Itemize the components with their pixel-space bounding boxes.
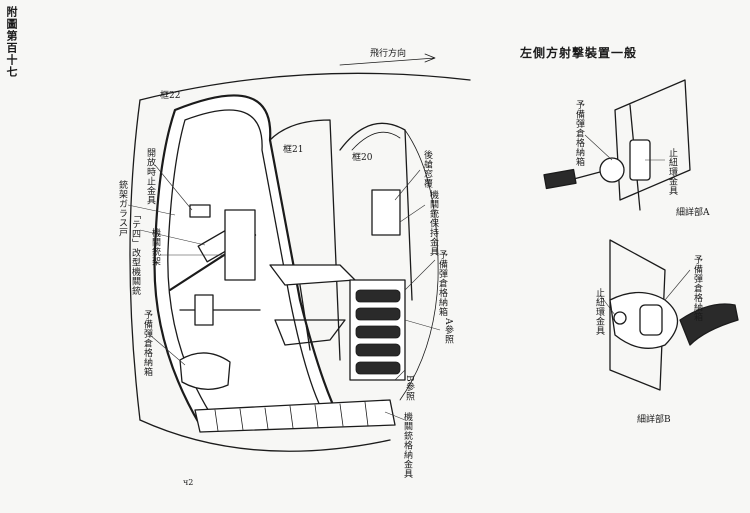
- flight-direction-label: 飛行方向: [370, 49, 407, 59]
- label-detail-a-box: 予備彈倉格納箱: [574, 100, 584, 167]
- cabin-rear-wall: [399, 129, 439, 401]
- mount-strut: [299, 284, 311, 351]
- floor-grating: [194, 399, 396, 433]
- fuselage-outline-bottom: [139, 419, 391, 452]
- label-gun-type: 「テ四」改型機關銃: [130, 210, 140, 296]
- frame-20-inner: [351, 131, 401, 151]
- leader-detail-a-box: [584, 134, 613, 161]
- frame-label-20: 框20: [352, 153, 373, 163]
- frame-label-22: 框22: [160, 91, 181, 101]
- label-detail-b-box: 予備彈倉格納箱: [692, 255, 702, 322]
- frame-label-21: 框21: [283, 145, 304, 155]
- label-ref-a: A參照: [443, 318, 453, 344]
- spare-magazine-holder-left: [179, 352, 231, 390]
- flight-direction-arrow: [339, 53, 436, 66]
- leader-detail-b-box: [664, 269, 691, 301]
- ammo-drum: [194, 294, 214, 326]
- grating-lines: [214, 401, 369, 432]
- detail-b-caption: 細詳部B: [637, 415, 671, 425]
- frame-21: [269, 119, 341, 361]
- detail-a-caption: 細詳部A: [676, 208, 710, 218]
- leader-slide-lock: [154, 164, 193, 211]
- label-ref-b: B參照: [404, 375, 414, 402]
- leader-rack: [404, 259, 436, 291]
- leader-ref-a: [404, 319, 441, 331]
- leader-hatch: [394, 169, 421, 201]
- leader-detail-b-fitting: [599, 294, 616, 316]
- label-spare-mag-rack: 予備彈倉格納箱: [437, 250, 447, 317]
- mount-bracket: [274, 319, 346, 346]
- fuselage-outline-top: [139, 72, 471, 101]
- main-title: 左側方射撃裝置一般: [520, 46, 638, 60]
- detail-a-ring: [599, 157, 625, 183]
- hatch-cover-box: [371, 189, 401, 236]
- label-glass-door: 銃架ガラス戸: [117, 180, 127, 237]
- leader-gun-type: [139, 229, 206, 246]
- detail-b-bolt: [613, 311, 627, 325]
- label-mount-fitting: 機關銃保持金具: [428, 190, 438, 257]
- detail-b-panel: [609, 239, 666, 391]
- slide-lock: [189, 204, 211, 218]
- label-gun-stowage: 機關銃格納金具: [402, 412, 412, 479]
- label-spare-mag-left: 予備彈倉格納箱: [142, 310, 152, 377]
- page-mark: ч2: [183, 478, 194, 487]
- detail-a-clip: [543, 168, 577, 190]
- gun-mount-post: [224, 209, 256, 281]
- detail-a: [543, 79, 691, 211]
- leader-stowage: [384, 411, 406, 421]
- detail-a-panel: [614, 79, 691, 201]
- plate-title: 附圖第百十七: [5, 6, 18, 78]
- mount-platform: [269, 264, 356, 286]
- label-detail-a-fitting: 止紐環金具: [667, 148, 677, 196]
- leader-ref-b: [394, 369, 406, 381]
- detail-b-loop: [639, 304, 663, 336]
- detail-b: [599, 239, 739, 391]
- fuselage-outline-left: [129, 99, 141, 421]
- magazine-cells: [355, 289, 401, 375]
- frame-20: [339, 122, 413, 301]
- label-detail-b-fitting: 止紐環金具: [594, 288, 604, 336]
- leader-glass-door: [127, 204, 176, 216]
- leader-mount-fitting: [399, 204, 426, 223]
- leader-spare-mag-left: [149, 334, 186, 366]
- detail-b-handle: [679, 303, 739, 346]
- label-hatch: 後艙窓覆: [422, 150, 432, 188]
- label-slide-lock: 開放時止金具: [145, 148, 155, 205]
- label-gun-mount: 機關銃架: [150, 228, 160, 266]
